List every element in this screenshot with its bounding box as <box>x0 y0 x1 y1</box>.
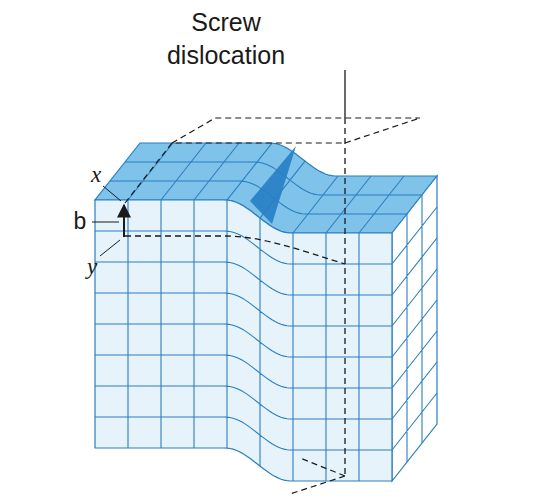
burgers-vector <box>123 205 125 237</box>
top-dashed-outline <box>125 118 420 203</box>
pointer-line <box>344 70 345 118</box>
point-label: x <box>86 160 106 190</box>
leader-line <box>100 240 120 256</box>
leader-line <box>103 186 121 201</box>
vector-label: b <box>70 207 90 237</box>
lattice-grid <box>95 143 437 481</box>
bottom-dashed-outline <box>290 458 345 494</box>
front-face <box>95 200 392 481</box>
leader-line <box>92 222 119 223</box>
title-label: Screw dislocation <box>140 6 312 71</box>
dislocation-line <box>344 118 345 476</box>
step-surface <box>250 146 296 224</box>
burgers-circuit <box>125 236 345 264</box>
point-label: y <box>82 252 102 282</box>
